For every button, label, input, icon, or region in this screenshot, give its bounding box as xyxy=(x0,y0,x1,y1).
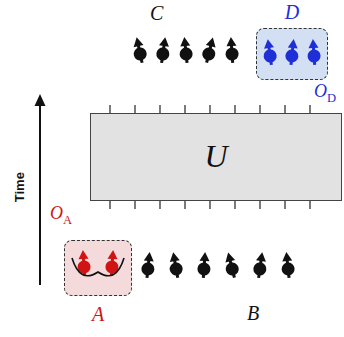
time-arrow xyxy=(39,104,41,285)
node-label: A xyxy=(65,303,131,325)
region-fill xyxy=(256,28,328,80)
leg-tick xyxy=(159,201,160,209)
leg-tick xyxy=(134,105,135,113)
entanglement-bond xyxy=(72,258,124,276)
node-label: U xyxy=(204,139,227,174)
leg-tick xyxy=(184,105,185,113)
spin-symbol xyxy=(306,39,321,66)
leg-tick xyxy=(209,201,210,209)
leg-tick xyxy=(209,105,210,113)
spin-symbol xyxy=(197,252,212,279)
operator-label: OA xyxy=(50,204,72,227)
spin-symbol xyxy=(280,251,296,278)
leg-tick xyxy=(109,105,110,113)
subsystem-label: C xyxy=(150,2,163,24)
spin-symbol xyxy=(130,36,148,64)
spin-symbol xyxy=(178,36,194,63)
spin-symbol xyxy=(224,37,239,64)
spin-symbol xyxy=(200,36,219,64)
time-arrowhead xyxy=(35,94,46,106)
subsystem-label: B xyxy=(247,302,259,324)
operator-letter: O xyxy=(314,81,327,101)
subsystem-box: D xyxy=(256,28,328,80)
operator-subscript: D xyxy=(327,91,336,105)
leg-tick xyxy=(159,105,160,113)
spin-symbol xyxy=(252,251,268,279)
operator-label: OD xyxy=(314,82,336,105)
spin-symbol xyxy=(222,251,241,279)
leg-tick xyxy=(134,201,135,209)
operator-letter: O xyxy=(50,203,63,223)
leg-tick xyxy=(309,105,310,113)
node-label: D xyxy=(257,1,327,23)
leg-tick xyxy=(234,105,235,113)
spin-symbol xyxy=(284,38,300,65)
leg-tick xyxy=(259,105,260,113)
leg-tick xyxy=(284,105,285,113)
spin-symbol xyxy=(167,251,184,279)
leg-tick xyxy=(284,201,285,209)
spin-symbol xyxy=(155,36,171,64)
leg-tick xyxy=(234,201,235,209)
leg-tick xyxy=(109,201,110,209)
spin-symbol xyxy=(261,38,277,66)
subsystem-box: A xyxy=(64,240,132,296)
spin-symbol xyxy=(140,251,156,278)
region-fill xyxy=(64,240,132,296)
leg-tick xyxy=(259,201,260,209)
leg-tick xyxy=(184,201,185,209)
unitary-box: U xyxy=(90,113,342,201)
operator-subscript: A xyxy=(63,213,72,227)
leg-tick xyxy=(309,201,310,209)
axis-label: Time xyxy=(13,167,27,207)
